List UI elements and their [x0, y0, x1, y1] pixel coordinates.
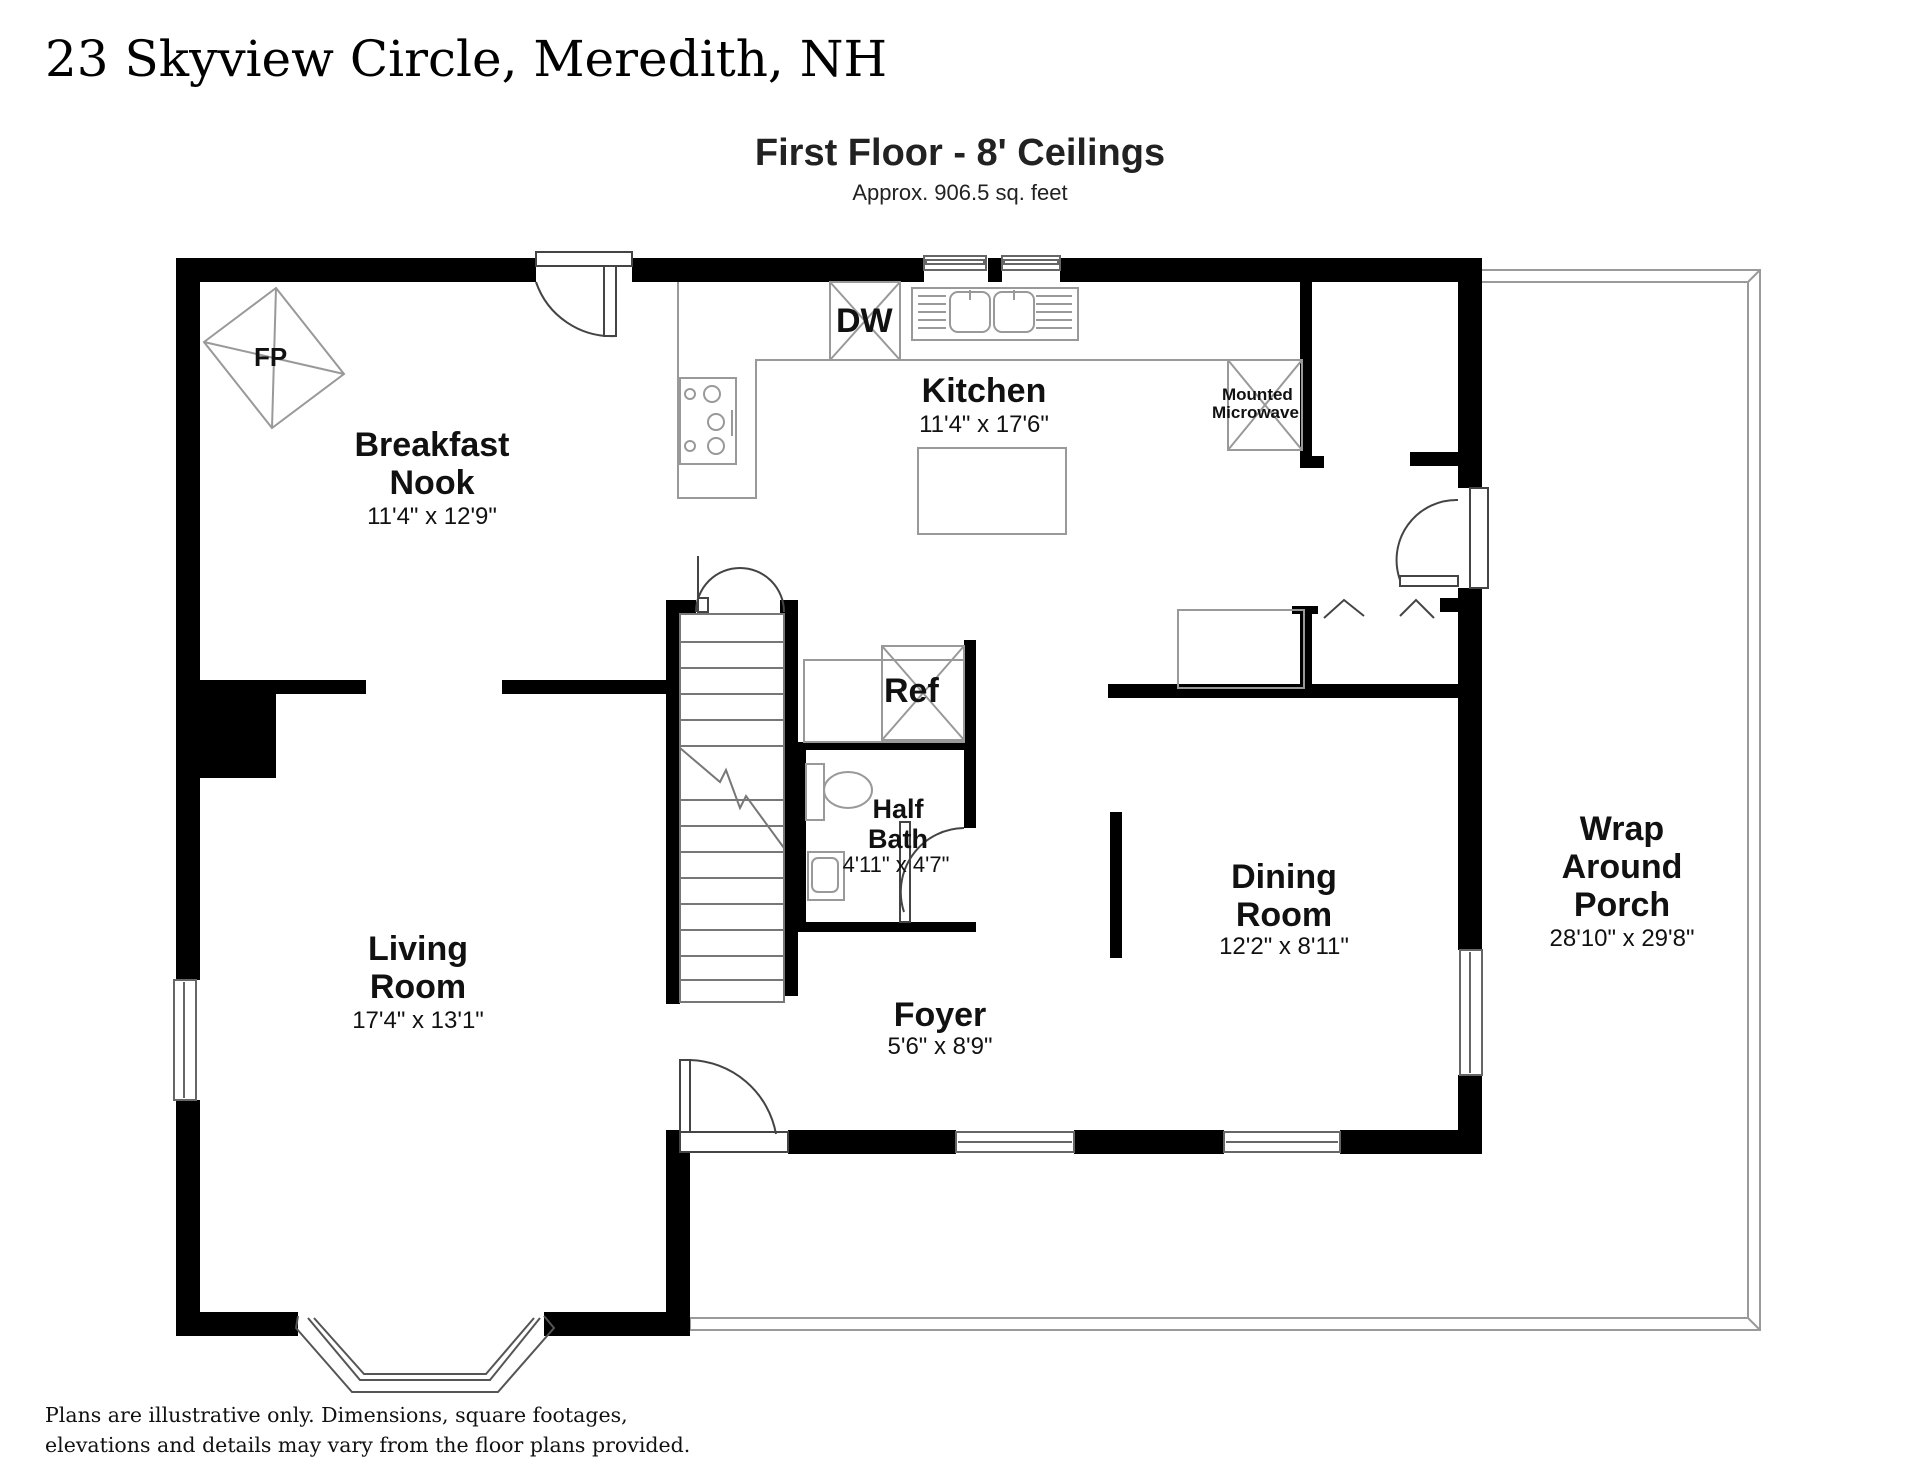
microwave-label-line2: Microwave — [1212, 403, 1299, 422]
room-dims-foyer: 5'6" x 8'9" — [888, 1033, 993, 1060]
floor-area: Approx. 906.5 sq. feet — [852, 180, 1068, 205]
room-name-dining-2: Room — [1236, 896, 1332, 934]
room-dims-dining: 12'2" x 8'11" — [1219, 933, 1349, 960]
property-address: 23 Skyview Circle, Meredith, NH — [45, 30, 888, 88]
exterior-walls — [176, 258, 1482, 1336]
room-dims-breakfast-nook: 11'4" x 12'9" — [367, 503, 497, 530]
room-name-living-1: Living — [368, 930, 468, 968]
room-name-breakfast-nook-2: Nook — [390, 464, 475, 502]
refrigerator-label: Ref — [884, 672, 939, 710]
room-name-living-2: Room — [370, 968, 466, 1006]
bay-window — [294, 1315, 556, 1393]
dishwasher-label: DW — [836, 302, 894, 340]
windows — [173, 255, 1483, 1153]
disclaimer-line-2: elevations and details may vary from the… — [45, 1433, 691, 1457]
disclaimer: Plans are illustrative only. Dimensions,… — [45, 1400, 690, 1460]
room-name-breakfast-nook-1: Breakfast — [355, 426, 510, 464]
porch-outline — [689, 269, 1761, 1331]
staircase — [679, 613, 785, 1003]
room-name-half-bath-1: Half — [872, 794, 924, 824]
room-name-half-bath-2: Bath — [868, 824, 928, 854]
room-name-dining-1: Dining — [1231, 858, 1337, 896]
microwave-label-line1: Mounted — [1222, 385, 1293, 404]
room-name-kitchen: Kitchen — [922, 372, 1047, 410]
kitchen-counters — [677, 281, 1305, 901]
fireplace-label: FP — [254, 342, 287, 372]
room-name-foyer: Foyer — [894, 996, 987, 1034]
room-name-porch-2: Around — [1562, 848, 1683, 886]
doors — [535, 251, 1489, 1153]
room-dims-kitchen: 11'4" x 17'6" — [919, 411, 1049, 438]
room-dims-half-bath: 4'11" x 4'7" — [843, 852, 950, 877]
room-name-porch-3: Porch — [1574, 886, 1670, 924]
floor-title: First Floor - 8' Ceilings — [754, 132, 1166, 174]
disclaimer-line-1: Plans are illustrative only. Dimensions,… — [45, 1403, 628, 1427]
fireplace-symbol — [202, 286, 346, 430]
room-name-porch-1: Wrap — [1580, 810, 1664, 848]
room-dims-living: 17'4" x 13'1" — [352, 1007, 484, 1034]
room-dims-porch: 28'10" x 29'8" — [1550, 925, 1695, 952]
